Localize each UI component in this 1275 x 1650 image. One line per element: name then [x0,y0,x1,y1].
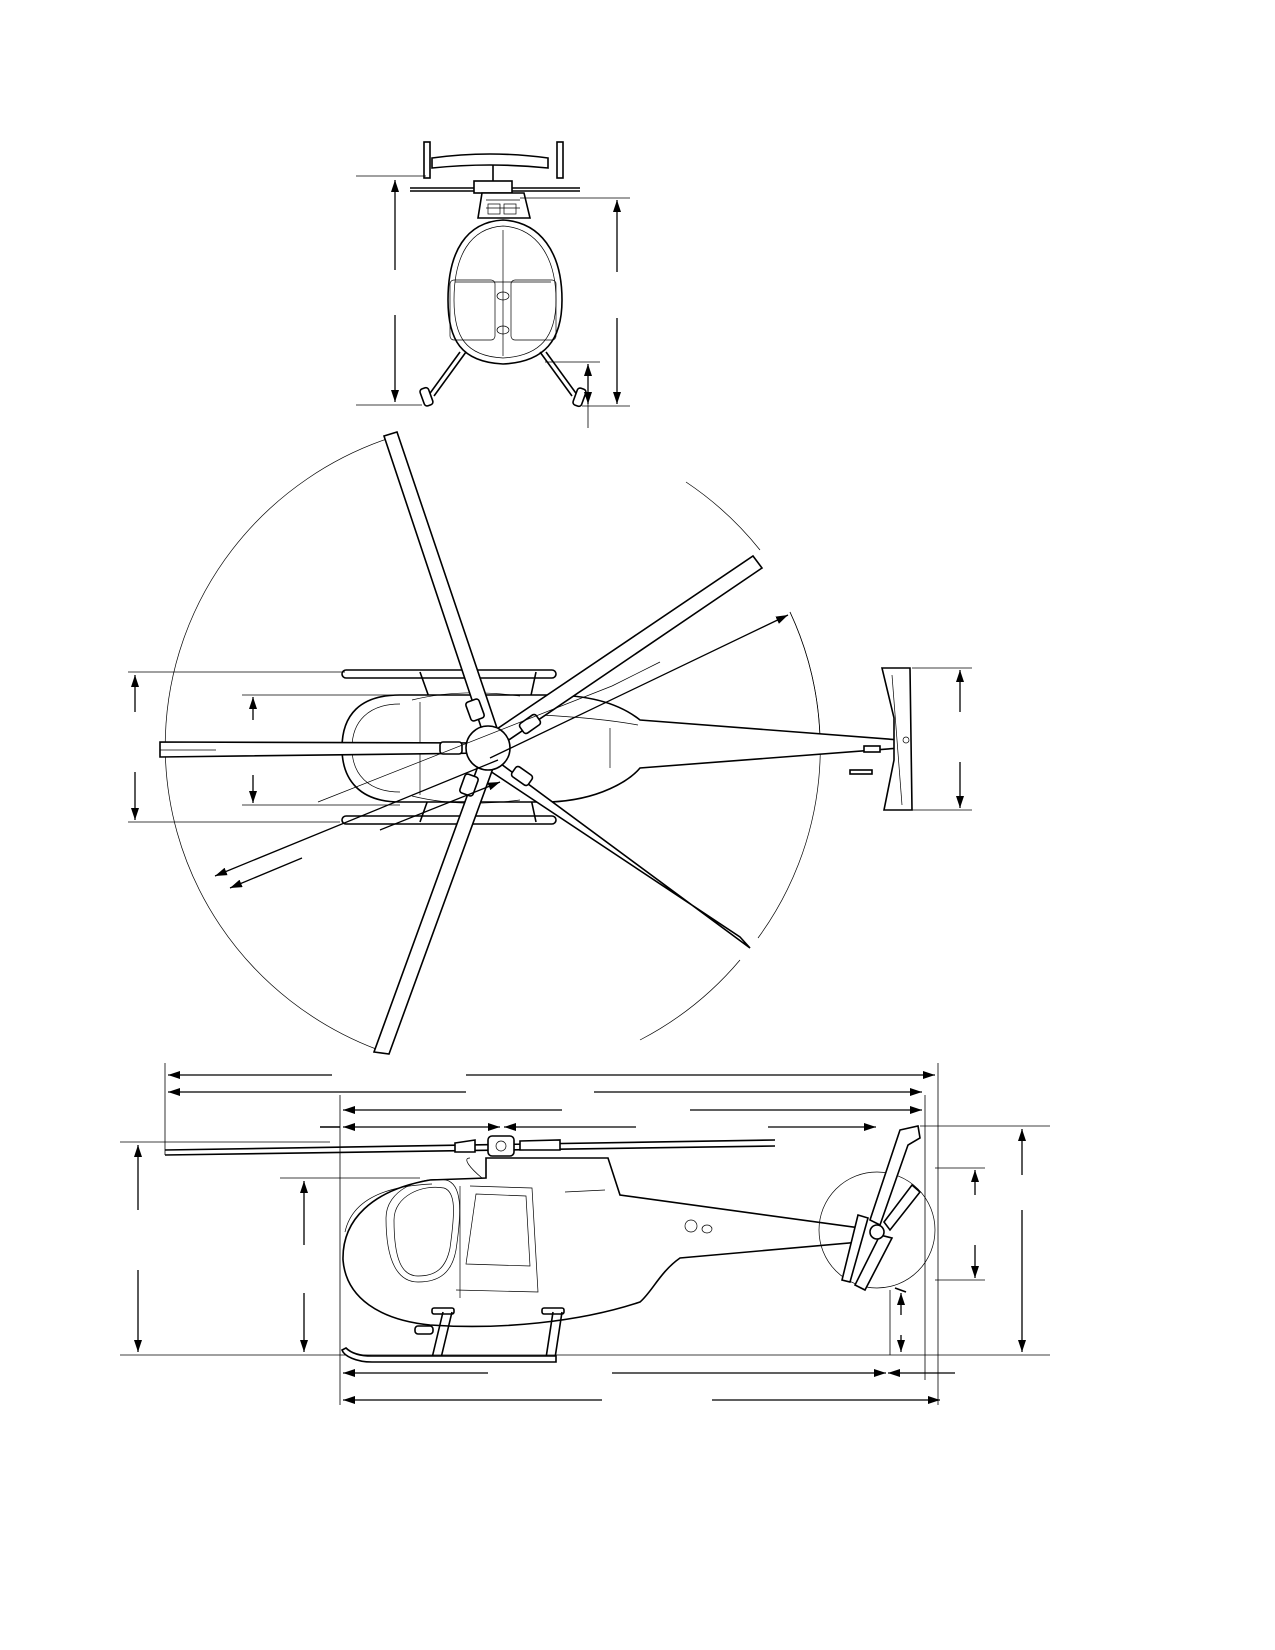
side-landing-gear [341,1307,565,1363]
front-mast [477,192,532,219]
rotor-disk [164,435,397,1050]
top-dimensions [128,667,972,823]
top-view [128,431,972,1055]
top-stabilizer [849,667,913,811]
top-skids [341,669,557,825]
front-fuselage [447,219,563,365]
side-dimensions [134,1071,1026,1404]
side-fuselage [342,1157,861,1328]
side-view [120,1063,1050,1405]
front-stabilizer [423,141,564,185]
front-landing-gear [419,351,587,408]
front-view [356,141,630,428]
side-rotor [164,1135,776,1157]
front-dimensions [356,175,630,428]
front-rotor-blades [410,180,580,194]
side-tail-rotor [818,1125,936,1293]
top-rotor-hub [439,698,542,797]
top-rotor-blades [159,431,764,1055]
